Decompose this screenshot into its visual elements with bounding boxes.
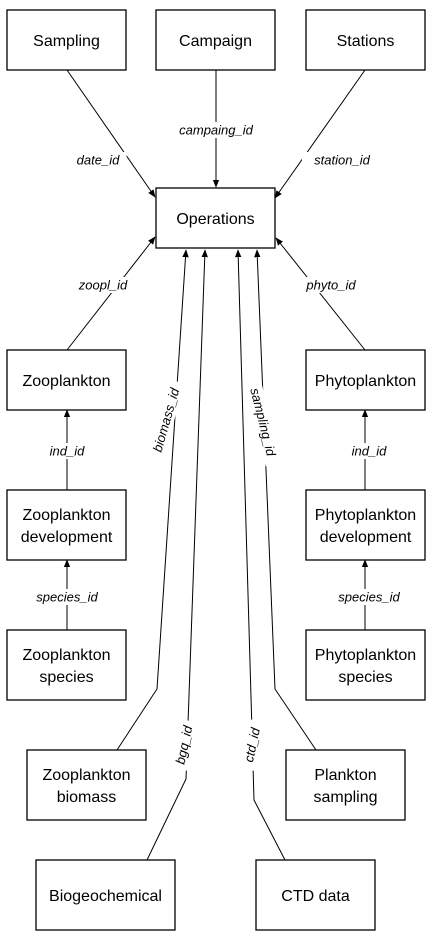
edge-stations-ops: station_id (274, 69, 382, 199)
node-ctd: CTD data (255, 859, 376, 931)
node-box (6, 629, 127, 701)
edge-zoo-ops: zoopl_id (66, 236, 156, 351)
edge-label: phyto_id (305, 277, 356, 292)
edge-label-group: species_id (329, 589, 409, 605)
edge-label-group: biomass_id (147, 379, 185, 461)
node-label: Phytoplankton (315, 373, 416, 390)
edge-label: station_id (314, 152, 370, 167)
edge-label-group: bgq_id (171, 719, 197, 771)
edge-line (275, 237, 366, 351)
node-label: Sampling (33, 33, 100, 50)
edge-psampling-ops: sampling_id (244, 249, 317, 751)
node-box (285, 749, 406, 821)
node-zooplankton: Zooplankton (6, 349, 127, 411)
edge-label: biomass_id (150, 386, 183, 454)
edge-label: species_id (338, 589, 400, 604)
edge-label: species_id (36, 589, 98, 604)
node-label: development (320, 529, 412, 546)
edge-label-group: species_id (27, 589, 107, 605)
edge-label: date_id (77, 152, 120, 167)
node-box (6, 9, 127, 71)
node-box (155, 187, 276, 249)
node-zoo-species: Zooplankton species (6, 629, 127, 701)
node-label: development (21, 529, 113, 546)
node-box (6, 489, 127, 561)
edge-line (235, 249, 286, 861)
node-label: Campaign (179, 33, 252, 50)
node-phyto-species: Phytoplankton species (305, 629, 426, 701)
edge-label: zoopl_id (78, 277, 128, 292)
node-zoo-biomass: Zooplankton biomass (26, 749, 147, 821)
edge-phyto-ops: phyto_id (275, 237, 366, 351)
node-sampling: Sampling (6, 9, 127, 71)
edge-label: ctd_id (241, 726, 263, 764)
node-label: Zooplankton (22, 507, 110, 524)
edge-line (116, 249, 189, 751)
edge-label: sampling_id (247, 387, 279, 459)
edge-label-group: campaing_id (172, 122, 260, 138)
edge-label-group: ctd_id (239, 719, 265, 771)
node-stations: Stations (305, 9, 426, 71)
node-label: Phytoplankton (315, 647, 416, 664)
node-phyto-dev: Phytoplankton development (305, 489, 426, 561)
edge-phytospecies-phytodev: species_id (329, 559, 409, 630)
node-label: Plankton (314, 767, 376, 784)
node-label: species (39, 669, 93, 686)
nodes-layer: Sampling Campaign StationsOperationsZoopla… (6, 9, 426, 931)
edge-label: ind_id (50, 443, 85, 458)
edge-line (146, 249, 208, 861)
edge-label-group: station_id (302, 152, 382, 168)
node-label: Operations (176, 211, 254, 228)
node-box (305, 489, 426, 561)
edge-label-group: sampling_id (244, 377, 282, 467)
edge-label-group: phyto_id (298, 277, 364, 293)
edge-line (274, 69, 366, 199)
edge-label-group: ind_id (344, 443, 394, 459)
node-label: sampling (313, 789, 377, 806)
node-operations: Operations (155, 187, 276, 249)
edge-label: ind_id (352, 443, 387, 458)
edge-ctd-ops: ctd_id (235, 249, 286, 861)
edge-bgq-ops: bgq_id (146, 249, 208, 861)
edge-zoodev-zoo: ind_id (42, 409, 92, 490)
node-box (305, 629, 426, 701)
edge-sampling-ops: date_id (66, 69, 156, 198)
node-phytoplankton: Phytoplankton (305, 349, 426, 411)
node-label: Zooplankton (22, 647, 110, 664)
edge-zoospecies-zoodev: species_id (27, 559, 107, 630)
node-campaign: Campaign (155, 9, 276, 71)
node-box (305, 9, 426, 71)
edge-line (66, 69, 156, 198)
edge-phytodev-phyto: ind_id (344, 409, 394, 490)
node-biogeochemical: Biogeochemical (35, 859, 176, 931)
node-label: species (338, 669, 392, 686)
edge-label-group: date_id (69, 152, 127, 168)
node-label: CTD data (281, 888, 350, 905)
node-box (305, 349, 426, 411)
edge-line (66, 236, 156, 351)
node-plankton-sampling: Plankton sampling (285, 749, 406, 821)
node-box (155, 9, 276, 71)
node-label: biomass (57, 789, 117, 806)
edge-label: campaing_id (179, 122, 253, 137)
node-label: Zooplankton (42, 767, 130, 784)
node-box (255, 859, 376, 931)
node-label: Zooplankton (22, 373, 110, 390)
edge-biomass-ops: biomass_id (116, 249, 189, 751)
node-label: Stations (337, 33, 395, 50)
edge-campaign-ops: campaing_id (172, 70, 260, 188)
node-box (26, 749, 147, 821)
node-box (35, 859, 176, 931)
edge-label-group: zoopl_id (70, 277, 136, 293)
node-label: Phytoplankton (315, 507, 416, 524)
node-label: Biogeochemical (49, 888, 162, 905)
edge-label-group: ind_id (42, 443, 92, 459)
node-zoo-dev: Zooplankton development (6, 489, 127, 561)
node-box (6, 349, 127, 411)
